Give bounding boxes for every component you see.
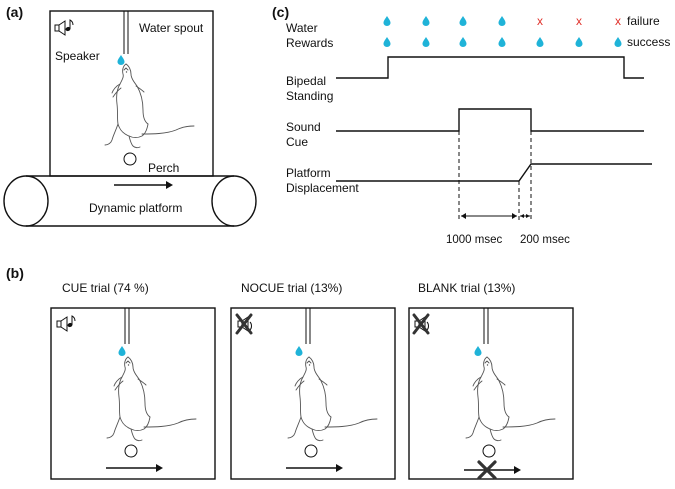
platform-disp-label: Platform Displacement bbox=[286, 166, 359, 195]
platform-disp-trace bbox=[336, 163, 652, 182]
reward-legend: x failure success bbox=[614, 14, 670, 49]
panel-a-chamber bbox=[49, 10, 214, 177]
speaker-label: Speaker bbox=[55, 49, 100, 63]
platform-label: Dynamic platform bbox=[89, 201, 182, 215]
water-drop-icon bbox=[498, 16, 506, 26]
nocue-trial-title: NOCUE trial (13%) bbox=[241, 281, 342, 295]
water-drop-icon bbox=[459, 16, 467, 26]
panel-a-letter: (a) bbox=[6, 4, 23, 20]
rat-illustration bbox=[106, 356, 197, 442]
interval-arrows bbox=[461, 213, 530, 219]
bipedal-trace bbox=[336, 56, 644, 79]
legend-success-icon bbox=[614, 37, 622, 47]
speaker-icon bbox=[56, 315, 76, 332]
arrow-blocked-icon bbox=[464, 460, 521, 480]
arrow-right-icon bbox=[286, 464, 343, 472]
perch bbox=[304, 444, 318, 458]
arrow-right-icon bbox=[114, 181, 173, 189]
rat-illustration bbox=[287, 356, 378, 442]
timing-guides bbox=[458, 131, 532, 220]
reward-success-row bbox=[383, 37, 583, 47]
sound-cue-label: Sound Cue bbox=[286, 120, 324, 149]
perch-label: Perch bbox=[148, 161, 179, 175]
blank-trial-box bbox=[408, 307, 574, 480]
water-rewards-line2: Rewards bbox=[286, 36, 333, 50]
rat-illustration bbox=[465, 356, 556, 442]
water-drop-icon bbox=[422, 37, 430, 47]
water-spout-label: Water spout bbox=[139, 21, 204, 35]
perch bbox=[482, 444, 496, 458]
speaker-muted-icon bbox=[235, 313, 253, 335]
water-drop-icon bbox=[118, 346, 126, 356]
cue-trial-box bbox=[50, 307, 216, 480]
interval-200-label: 200 msec bbox=[520, 234, 570, 246]
bipedal-label: Bipedal Standing bbox=[286, 74, 333, 103]
perch bbox=[123, 152, 137, 166]
water-drop-icon bbox=[117, 55, 125, 65]
rat-illustration bbox=[104, 63, 195, 149]
cue-trial-title: CUE trial (74 %) bbox=[62, 281, 149, 295]
blank-trial-title: BLANK trial (13%) bbox=[418, 281, 515, 295]
nocue-trial-box bbox=[230, 307, 396, 480]
failure-mark: x bbox=[537, 14, 543, 28]
panel-c-letter: (c) bbox=[272, 4, 289, 20]
water-spout bbox=[123, 11, 129, 54]
interval-1000-label: 1000 msec bbox=[446, 234, 503, 246]
legend-failure-label: failure bbox=[627, 14, 660, 28]
water-drop-icon bbox=[474, 346, 482, 356]
water-drop-icon bbox=[536, 37, 544, 47]
water-rewards-line1: Water bbox=[286, 21, 318, 35]
water-drop-icon bbox=[459, 37, 467, 47]
dynamic-platform bbox=[3, 175, 257, 227]
water-drop-icon bbox=[498, 37, 506, 47]
water-drop-icon bbox=[295, 346, 303, 356]
legend-success-label: success bbox=[627, 35, 670, 49]
arrow-right-icon bbox=[106, 464, 163, 472]
water-drop-icon bbox=[383, 37, 391, 47]
speaker-icon bbox=[54, 19, 74, 36]
speaker-muted-icon bbox=[412, 313, 430, 335]
failure-mark: x bbox=[576, 14, 582, 28]
water-drop-icon bbox=[422, 16, 430, 26]
legend-failure-mark: x bbox=[615, 14, 621, 28]
water-drop-icon bbox=[575, 37, 583, 47]
reward-failure-row: x x bbox=[383, 14, 582, 28]
panel-b-letter: (b) bbox=[6, 265, 24, 281]
water-rewards-label: Water Rewards bbox=[286, 21, 333, 50]
water-drop-icon bbox=[383, 16, 391, 26]
sound-cue-trace bbox=[336, 108, 644, 132]
perch bbox=[124, 444, 138, 458]
